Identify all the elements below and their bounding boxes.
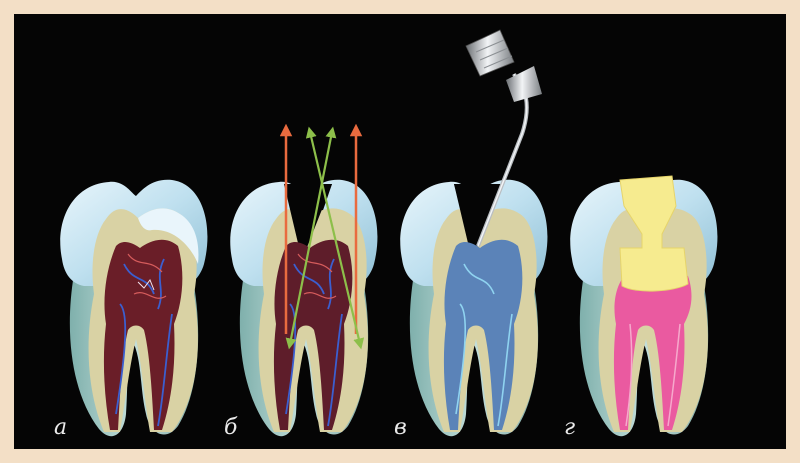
tooth-panel-a (60, 180, 207, 436)
root-canal-diagram: а б в г (14, 14, 786, 449)
tooth-panel-d (570, 176, 717, 436)
panel-label-c: в (394, 415, 407, 440)
panel-label-a: а (54, 415, 67, 440)
illustration-frame: а б в г (14, 14, 786, 449)
tooth-panel-c (400, 180, 547, 436)
panel-label-d: г (564, 415, 575, 440)
panel-label-b: б (224, 415, 238, 440)
